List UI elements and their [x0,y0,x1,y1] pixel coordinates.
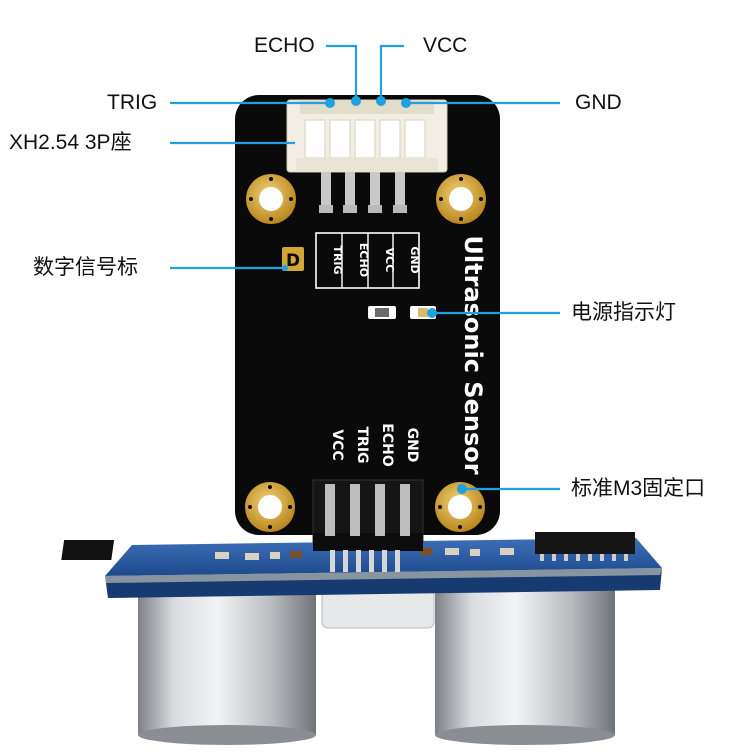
digital-badge-letter: D [286,251,300,271]
xh-connector [286,99,448,173]
digital-badge [282,247,304,271]
callout-endpoints [282,96,467,494]
silk-top-gnd: GND [408,246,421,273]
leader-echo [326,44,358,101]
silk-bottom-trig: TRIG [354,426,370,463]
callout-lines [170,44,560,491]
main-board [235,95,500,535]
leader-vcc [379,44,404,101]
mount-hole-bottom-right [435,482,485,532]
label-connector: XH2.54 3P座 [9,131,132,154]
product-name: Ultrasonic Sensor [459,235,487,474]
silk-top-echo: ECHO [357,243,370,277]
silk-bottom-gnd: GND [404,428,420,463]
label-trig: TRIG [107,91,158,114]
label-digital-mark: 数字信号标 [33,256,138,279]
label-echo: ECHO [254,34,315,57]
silk-top-vcc: VCC [383,248,396,273]
label-power-led: 电源指示灯 [571,301,676,324]
connector-pins [319,172,407,213]
mount-hole-top-left [246,174,296,224]
silk-top-trig: TRIG [331,245,344,274]
silk-pin-dividers [341,233,394,288]
transducer-left [138,585,316,745]
silk-bottom-vcc: VCC [329,429,345,460]
label-gnd: GND [575,91,622,114]
transducer-right [435,585,615,745]
mount-hole-top-right [436,174,486,224]
mount-hole-bottom-left [245,482,295,532]
silk-bottom-echo: ECHO [379,423,395,467]
bottom-pin-header [312,479,424,572]
label-vcc: VCC [423,34,468,57]
label-mount-hole: 标准M3固定口 [571,477,706,500]
crystal-oscillator [321,589,435,629]
